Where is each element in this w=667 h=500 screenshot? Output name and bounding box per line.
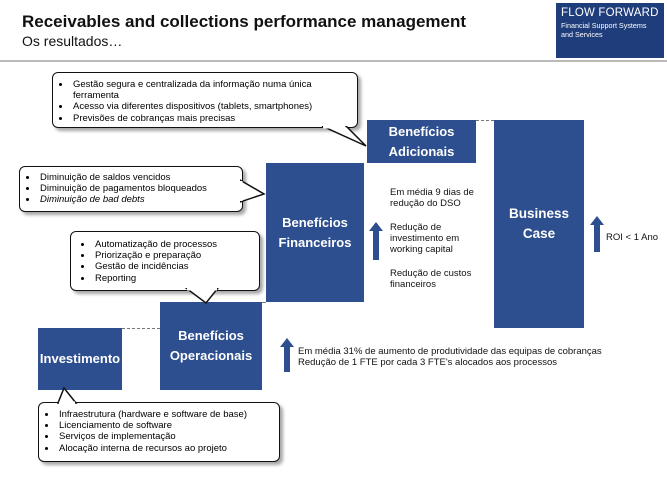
- list-item: Infraestrutura (hardware e software de b…: [57, 409, 273, 420]
- adicionais-callout: Gestão segura e centralizada da informaç…: [52, 72, 358, 128]
- list-item: Diminuição de bad debts: [38, 194, 236, 205]
- financeiros-callout: Diminuição de saldos vencidos Diminuição…: [19, 166, 243, 212]
- operacionais-list: Automatização de processos Priorização e…: [79, 239, 253, 284]
- list-item: Reporting: [93, 273, 253, 284]
- roi-text: ROI < 1 Ano: [606, 232, 659, 243]
- operacionais-callout: Automatização de processos Priorização e…: [70, 231, 260, 291]
- dso-reduction-text: Em média 9 dias de redução do DSO: [390, 187, 474, 210]
- working-capital-text: Redução de investimento em working capit…: [390, 222, 460, 256]
- financial-costs-text: Redução de custos financeiros: [390, 268, 472, 291]
- list-item: Serviços de implementação: [57, 431, 273, 442]
- investimento-list: Infraestrutura (hardware e software de b…: [43, 409, 273, 454]
- list-item: Acesso via diferentes dispositivos (tabl…: [71, 101, 351, 112]
- callout-pointer: [184, 288, 219, 305]
- beneficios-operacionais-label: Benefícios Operacionais: [169, 328, 253, 363]
- productivity-text: Em média 31% de aumento de produtividade…: [298, 346, 602, 357]
- header-divider: [0, 60, 667, 62]
- list-item: Previsões de cobranças mais precisas: [71, 113, 351, 124]
- investimento-label: Investimento: [39, 351, 121, 366]
- list-item: Alocação interna de recursos ao projeto: [57, 443, 273, 454]
- list-item: Automatização de processos: [93, 239, 253, 250]
- list-item: Diminuição de saldos vencidos: [38, 172, 236, 183]
- financeiros-list: Diminuição de saldos vencidos Diminuição…: [24, 172, 236, 206]
- beneficios-financeiros-label: Benefícios Financeiros: [278, 214, 352, 250]
- step-guide-line: [476, 120, 494, 121]
- step-guide-line: [122, 328, 160, 329]
- arrow-up-icon: [369, 222, 383, 260]
- beneficios-adicionais-label: Benefícios Adicionais: [388, 123, 455, 159]
- brand-tagline: Financial Support Systems and Services: [561, 21, 647, 39]
- business-case-label: Business Case: [508, 206, 570, 241]
- brand-logo: FLOW FORWARD Financial Support Systems a…: [556, 3, 664, 58]
- list-item: Gestão de incidências: [93, 261, 253, 272]
- list-item: Priorização e preparação: [93, 250, 253, 261]
- arrow-up-icon: [590, 216, 604, 252]
- list-item: Diminuição de pagamentos bloqueados: [38, 183, 236, 194]
- step-guide-line: [262, 302, 266, 303]
- fte-reduction-text: Redução de 1 FTE por cada 3 FTE's alocad…: [298, 357, 557, 368]
- callout-pointer: [56, 386, 78, 404]
- investimento-callout: Infraestrutura (hardware e software de b…: [38, 402, 280, 462]
- beneficios-financeiros-box: Benefícios Financeiros: [266, 163, 364, 302]
- page-subtitle: Os resultados…: [22, 33, 123, 49]
- beneficios-operacionais-box: Benefícios Operacionais: [160, 302, 262, 390]
- list-item: Licenciamento de software: [57, 420, 273, 431]
- adicionais-list: Gestão segura e centralizada da informaç…: [57, 79, 351, 124]
- callout-pointer: [240, 179, 266, 203]
- list-item: Gestão segura e centralizada da informaç…: [71, 79, 351, 101]
- arrow-up-icon: [280, 338, 294, 372]
- brand-name: FLOW FORWARD: [561, 7, 659, 19]
- investimento-box: Investimento: [38, 328, 122, 390]
- beneficios-adicionais-box: Benefícios Adicionais: [367, 120, 476, 163]
- page-title: Receivables and collections performance …: [22, 12, 467, 31]
- callout-pointer: [321, 126, 367, 147]
- business-case-box: Business Case: [494, 120, 584, 328]
